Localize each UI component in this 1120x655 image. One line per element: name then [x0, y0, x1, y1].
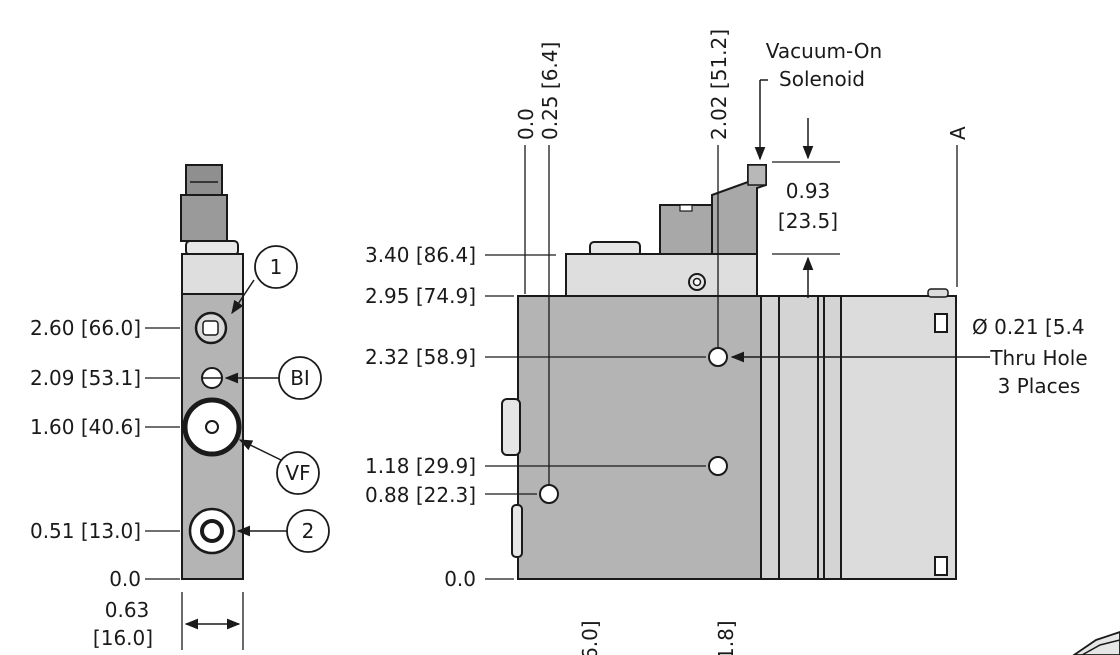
- front-dim-h093-mm: [23.5]: [778, 209, 838, 233]
- callout-2-label: 2: [302, 519, 315, 543]
- side-cap: [185, 240, 239, 256]
- front-dim-y118: 1.18 [29.9]: [365, 454, 476, 478]
- side-width-mm: [16.0]: [93, 626, 153, 650]
- solenoid-label-2: Solenoid: [779, 67, 865, 91]
- callout-2: [286, 509, 330, 553]
- side-dim-2-60: 2.60 [66.0]: [30, 316, 141, 340]
- callout-1: [254, 245, 298, 289]
- front-main-body: [517, 295, 762, 580]
- thru-hole-2: [708, 456, 728, 476]
- side-valve-light: [181, 253, 244, 295]
- thru-hole-3: [539, 484, 559, 504]
- front-dim-h093-in: 0.93: [786, 179, 831, 203]
- iso-view-fragment: [1072, 631, 1120, 655]
- side-dim-1-60: 1.60 [40.6]: [30, 415, 141, 439]
- callout-1-label: 1: [270, 255, 283, 279]
- side-view: 2.60 [66.0] 2.09 [53.1] 1.60 [40.6] 0.51…: [30, 164, 330, 650]
- front-dim-y088: 0.88 [22.3]: [365, 483, 476, 507]
- section-a-label: A: [946, 126, 970, 140]
- front-dim-y340: 3.40 [86.4]: [365, 243, 476, 267]
- front-valve-block: [565, 253, 758, 297]
- front-bottom-partial-1: 6.0]: [578, 620, 602, 655]
- callout-vf: [276, 451, 320, 495]
- hole-note-1: Ø 0.21 [5.4: [972, 315, 1085, 339]
- front-dim-y295: 2.95 [74.9]: [365, 284, 476, 308]
- side-dim-0-0: 0.0: [109, 567, 141, 591]
- front-dim-y232: 2.32 [58.9]: [365, 345, 476, 369]
- front-fitting-lower: [511, 504, 523, 558]
- side-dim-2-09: 2.09 [53.1]: [30, 366, 141, 390]
- side-width-in: 0.63: [105, 598, 150, 622]
- front-bottom-partial-2: 1.8]: [714, 620, 738, 655]
- thru-hole-1: [708, 347, 728, 367]
- front-view: 0.0 0.25 [6.4] 2.02 [51.2] A 3.40 [86.4]…: [365, 29, 1088, 655]
- side-connector-base: [180, 194, 228, 242]
- callout-bi: [278, 356, 322, 400]
- front-dim-x202: 2.02 [51.2]: [707, 29, 731, 140]
- hole-note-2: Thru Hole: [989, 346, 1087, 370]
- front-dim-y000: 0.0: [444, 567, 476, 591]
- side-dim-0-51: 0.51 [13.0]: [30, 519, 141, 543]
- front-dim-x0: 0.0: [514, 108, 538, 140]
- hole-note-3: 3 Places: [998, 374, 1081, 398]
- side-connector: [185, 164, 223, 198]
- front-side-plates: [760, 295, 842, 580]
- front-fitting-upper: [501, 398, 521, 456]
- front-dim-x025: 0.25 [6.4]: [538, 42, 562, 140]
- callout-vf-label: VF: [285, 461, 310, 485]
- solenoid-label-1: Vacuum-On: [766, 39, 882, 63]
- front-end-cap: [840, 295, 957, 580]
- callout-bi-label: BI: [290, 366, 310, 390]
- front-solenoid-connector: [659, 204, 716, 256]
